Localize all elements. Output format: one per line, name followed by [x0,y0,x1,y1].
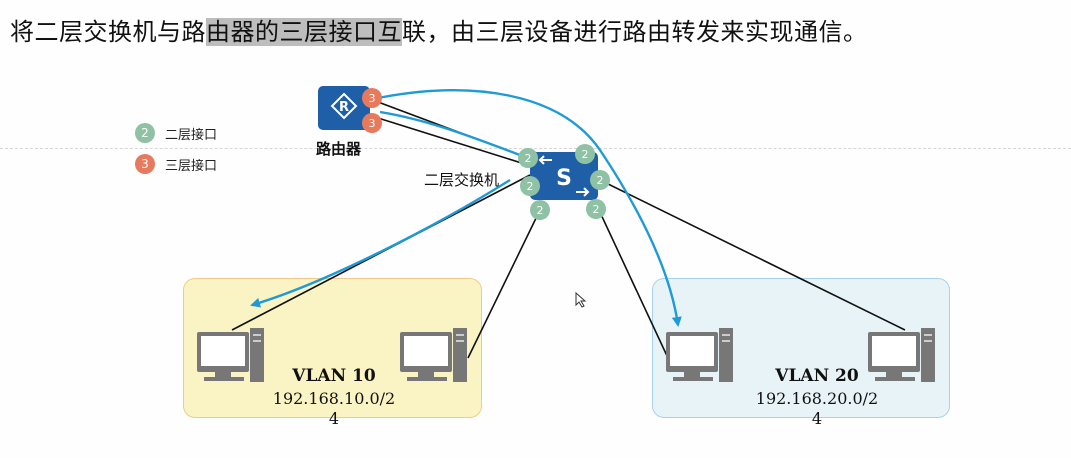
svg-text:2: 2 [597,174,604,187]
switch-port-l2: 2 [590,170,610,190]
switch-port-l2: 2 [575,144,595,164]
switch-port-l2: 2 [520,176,540,196]
flow-arrow-inbound [379,110,521,157]
svg-text:2: 2 [527,180,534,193]
title-part2: 联，由三层设备进行路由转发来实现通信。 [402,18,868,46]
title-part1: 将二层交换机与路 [10,18,206,46]
vlan20-network-line1: 192.168.20.0/2 [755,389,879,408]
computer-icon-vlan10-2 [400,328,467,382]
flow-arrows [250,89,682,327]
flow-arrow-to-vlan10 [250,178,511,308]
computer-icon-vlan20-1 [666,328,733,382]
legend-l3-badge: 3 [135,154,155,174]
vlan10-name: VLAN 10 [292,366,376,386]
link-switch-pc4 [599,179,906,331]
router-icon: R [318,86,370,130]
switch-port-l2: 2 [518,148,538,168]
router-port-l3-2: 3 [362,113,382,133]
vlan10-network-line2: 4 [328,409,340,428]
legend-l2-badge: 2 [135,123,155,143]
legend-l3: 3 三层接口 [135,154,217,174]
guide-line [0,148,1071,149]
slide-title: 将二层交换机与路由器的三层接口互联，由三层设备进行路由转发来实现通信。 [10,12,868,47]
flow-arrow-to-vlan20 [377,89,682,327]
svg-text:S: S [556,166,572,191]
switch-ports-l2: 2 2 2 2 2 2 [518,144,610,220]
switch-icon: S [530,152,598,200]
switch-port-l2: 2 [530,200,550,220]
svg-text:2: 2 [582,148,589,161]
computer-icon-vlan10-1 [197,328,264,382]
vlan10-network: 192.168.10.0/2 4 [254,389,414,429]
svg-text:R: R [339,100,349,115]
legend-l2-label: 二层接口 [165,127,218,143]
svg-text:3: 3 [369,117,376,130]
title-highlighted-text: 由器的三层接口互 [206,18,402,46]
vlan20-network: 192.168.20.0/2 4 [737,389,897,429]
svg-text:2: 2 [525,152,532,165]
router-port-l3-1: 3 [362,88,382,108]
switch-label: 二层交换机 [424,171,500,189]
svg-text:2: 2 [537,204,544,217]
legend-l3-label: 三层接口 [165,158,218,174]
vlan10-network-line1: 192.168.10.0/2 [272,389,396,408]
link-switch-pc2 [467,209,541,359]
switch-port-l2: 2 [586,199,606,219]
link-router-switch-2 [377,117,529,166]
vlan20-name: VLAN 20 [775,366,859,386]
svg-text:2: 2 [593,203,600,216]
link-switch-pc3 [597,207,669,359]
legend-l2: 2 二层接口 [135,123,217,143]
computer-icon-vlan20-2 [868,328,935,382]
svg-text:3: 3 [369,92,376,105]
vlan20-network-line2: 4 [811,409,823,428]
router-label: 路由器 [316,140,362,158]
mouse-cursor-icon [575,291,587,308]
